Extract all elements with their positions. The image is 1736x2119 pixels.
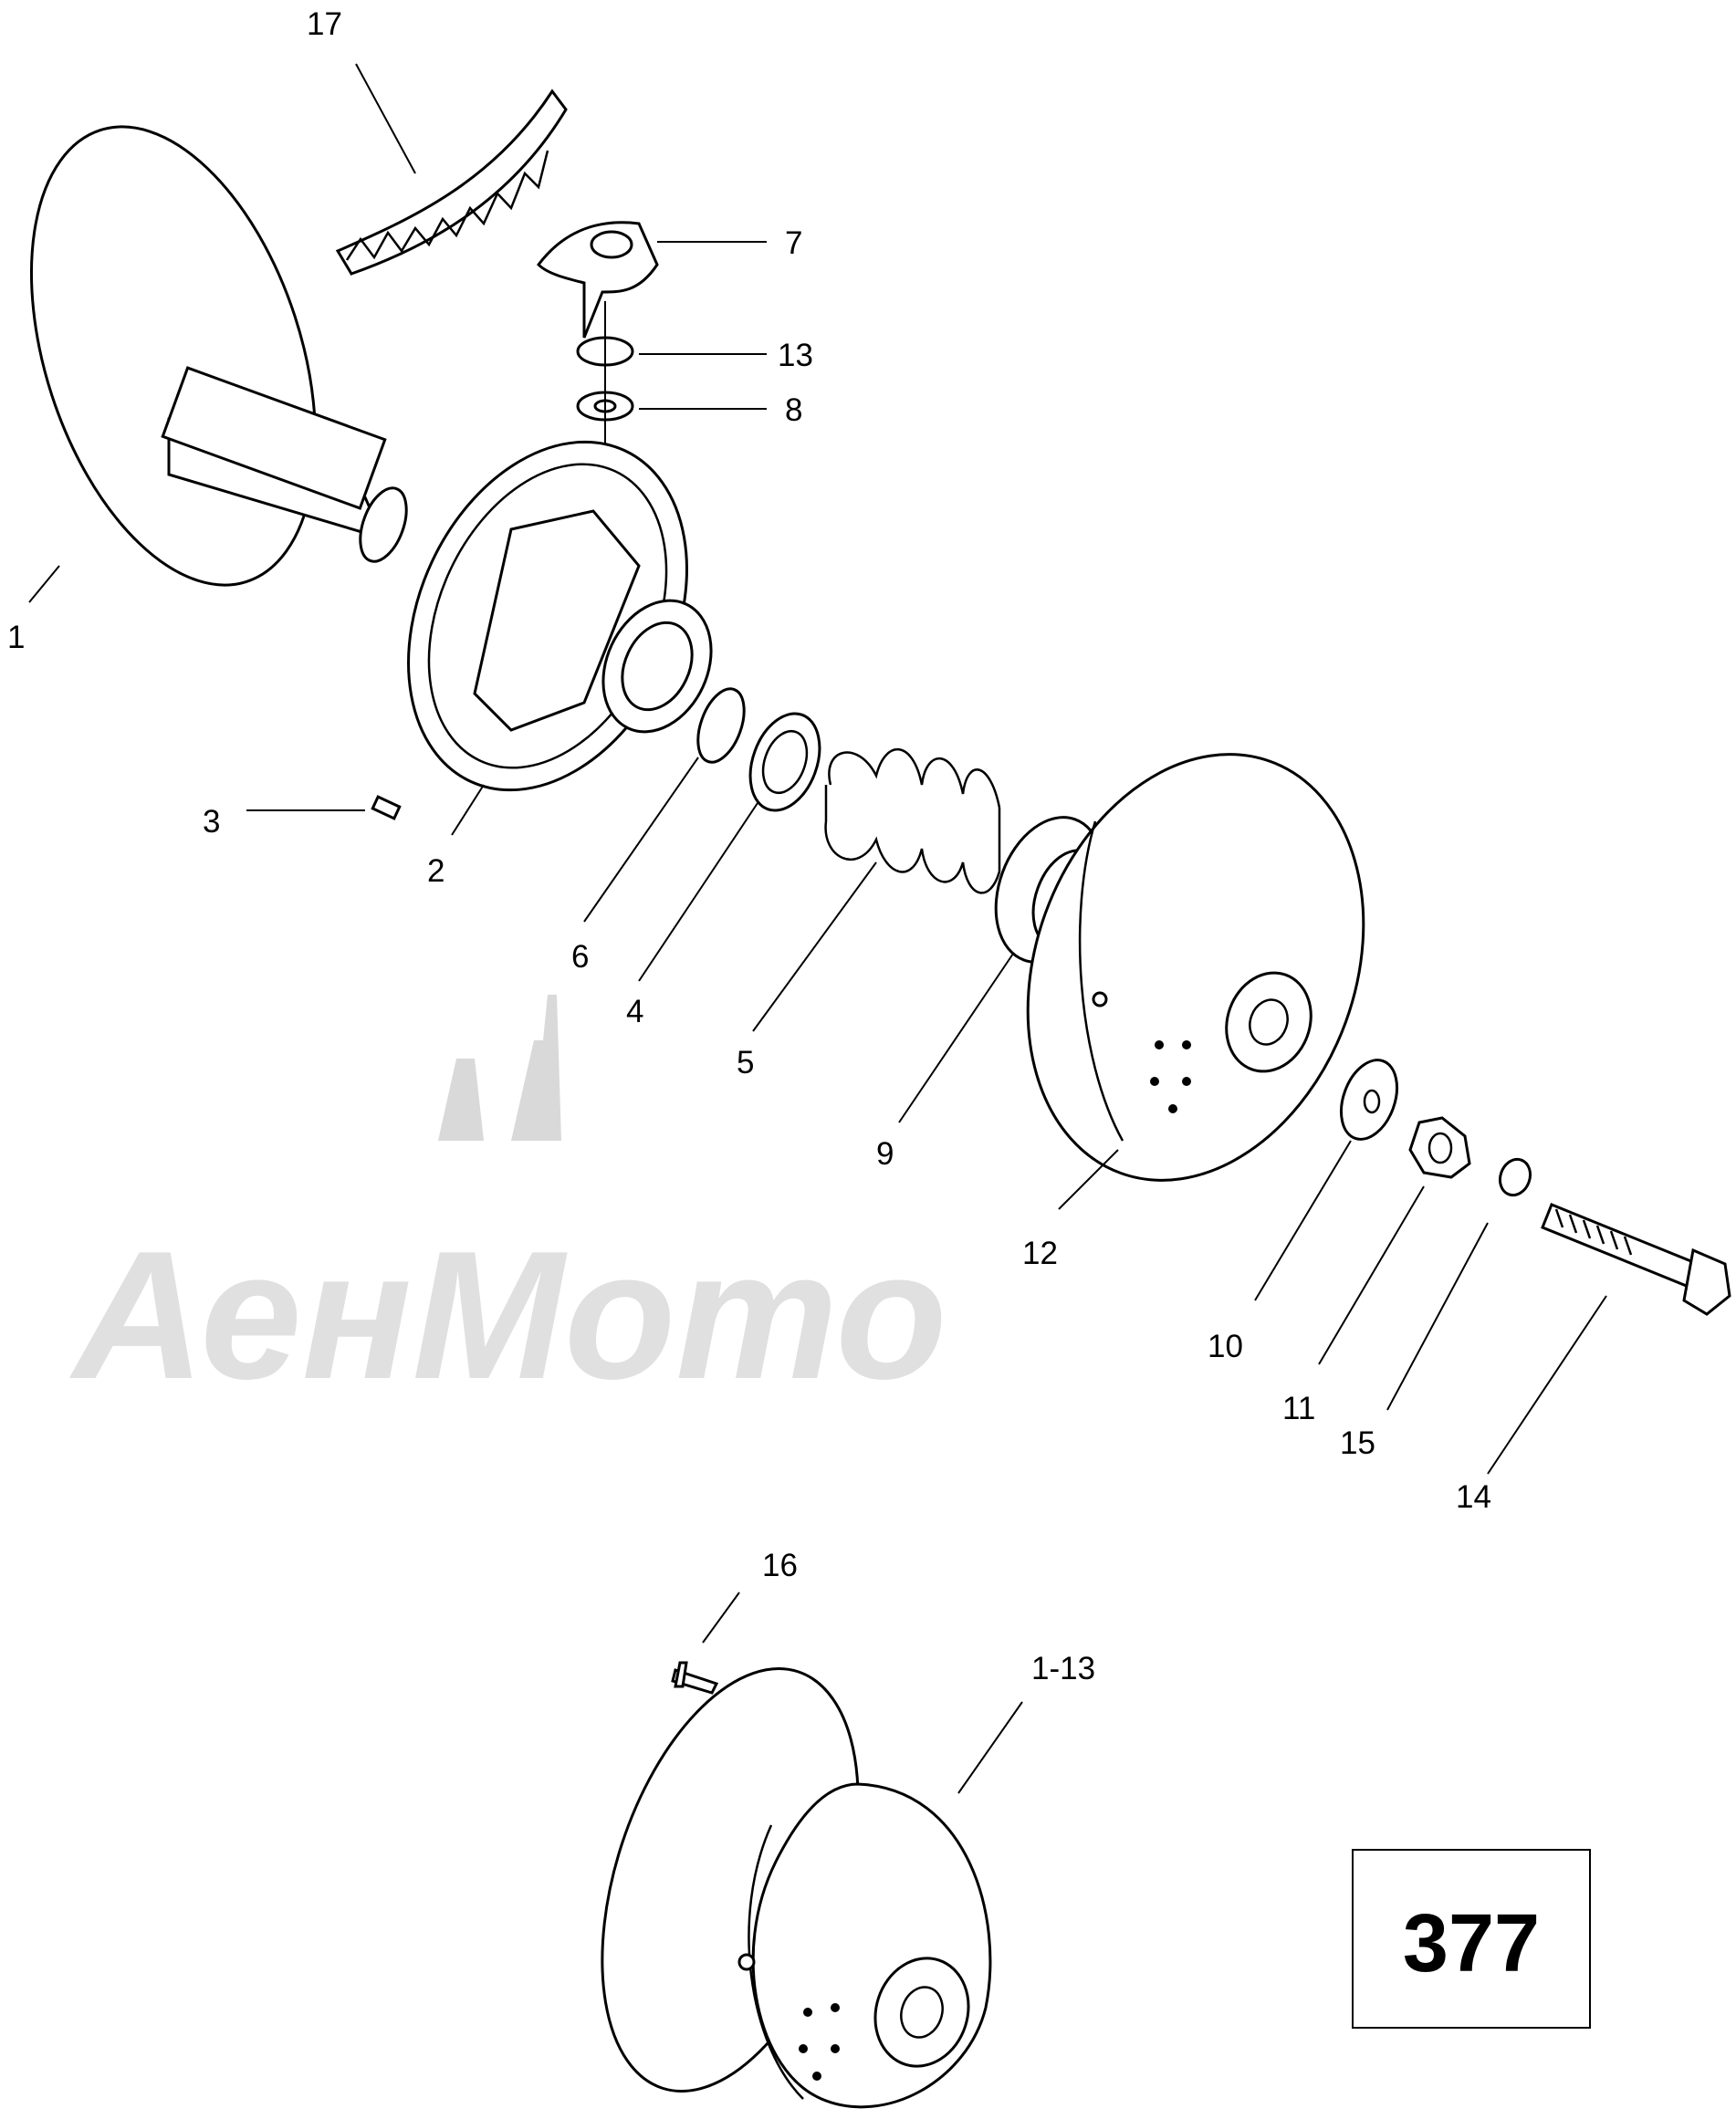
callout-8: 8 xyxy=(785,392,802,428)
callout-11: 11 xyxy=(1282,1391,1315,1426)
drive-belt xyxy=(335,89,568,276)
callout-3: 3 xyxy=(203,804,220,840)
assembled-pulley xyxy=(601,1667,992,2109)
page-number: 377 xyxy=(1403,1898,1540,1989)
washer-6 xyxy=(696,687,746,764)
callout-17: 17 xyxy=(307,6,342,42)
callout-9: 9 xyxy=(876,1136,894,1172)
set-screw xyxy=(371,795,402,820)
callout-13: 13 xyxy=(778,338,813,373)
spring-seat xyxy=(748,712,821,812)
watermark-text: АенМото xyxy=(68,1214,947,1417)
hex-nut xyxy=(1408,1116,1471,1179)
screw xyxy=(671,1661,719,1695)
bolt xyxy=(1541,1203,1731,1316)
callout-10: 10 xyxy=(1208,1329,1243,1364)
leader-lines xyxy=(28,63,1607,1794)
callout-2: 2 xyxy=(427,853,444,889)
washer-10 xyxy=(1340,1059,1398,1141)
callout-6: 6 xyxy=(571,939,589,975)
callout-5: 5 xyxy=(737,1045,754,1080)
callout-1: 1 xyxy=(7,620,25,655)
callout-4: 4 xyxy=(626,994,643,1029)
callout-7: 7 xyxy=(785,225,802,261)
callout-12: 12 xyxy=(1022,1236,1058,1271)
page-number-box: 377 xyxy=(1352,1849,1591,2029)
watermark: АенМото xyxy=(68,995,947,1417)
callouts: 17 7 13 8 1 3 2 6 4 5 9 12 10 11 15 14 1… xyxy=(7,6,1491,1686)
spring xyxy=(824,748,1001,894)
lock-washer xyxy=(1498,1157,1532,1197)
callout-15: 15 xyxy=(1340,1425,1375,1461)
cam-arm xyxy=(537,221,659,339)
callout-14: 14 xyxy=(1456,1479,1491,1515)
fixed-sheave xyxy=(29,125,408,587)
cover xyxy=(1026,753,1365,1182)
sliding-sheave xyxy=(407,440,713,792)
callout-16: 16 xyxy=(762,1548,798,1583)
callout-1-13: 1-13 xyxy=(1031,1651,1095,1686)
